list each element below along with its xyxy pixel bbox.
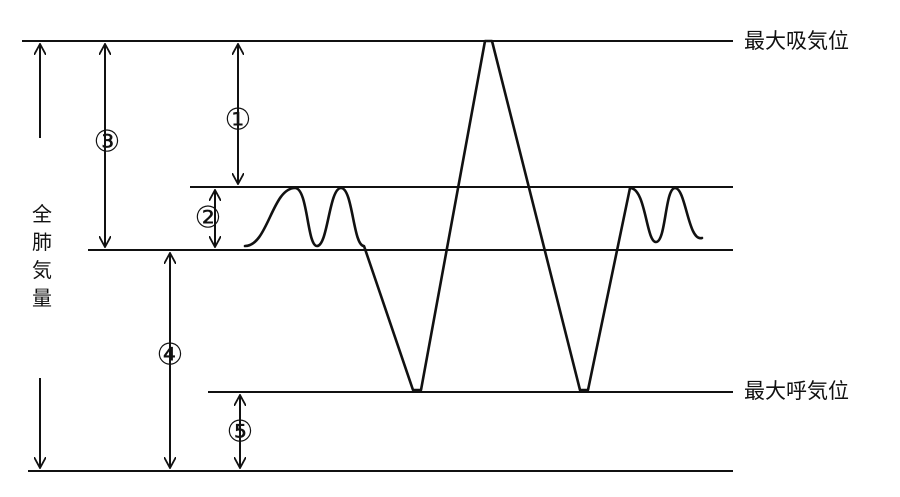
- total-lung-capacity-char-1: 全: [32, 202, 52, 226]
- total-lung-capacity-char-3: 気: [32, 258, 52, 282]
- total-lung-capacity-char-2: 肺: [32, 230, 52, 254]
- max-inspiration-label: 最大吸気位: [744, 29, 849, 53]
- breathing-waveform: [243, 39, 704, 392]
- marker-4: ④: [157, 338, 184, 373]
- total-lung-capacity-char-4: 量: [32, 286, 52, 310]
- marker-2: ②: [195, 201, 222, 236]
- marker-3: ③: [94, 125, 121, 160]
- max-expiration-label: 最大呼気位: [744, 379, 849, 403]
- marker-1: ①: [225, 103, 252, 138]
- marker-5: ⑤: [227, 415, 254, 450]
